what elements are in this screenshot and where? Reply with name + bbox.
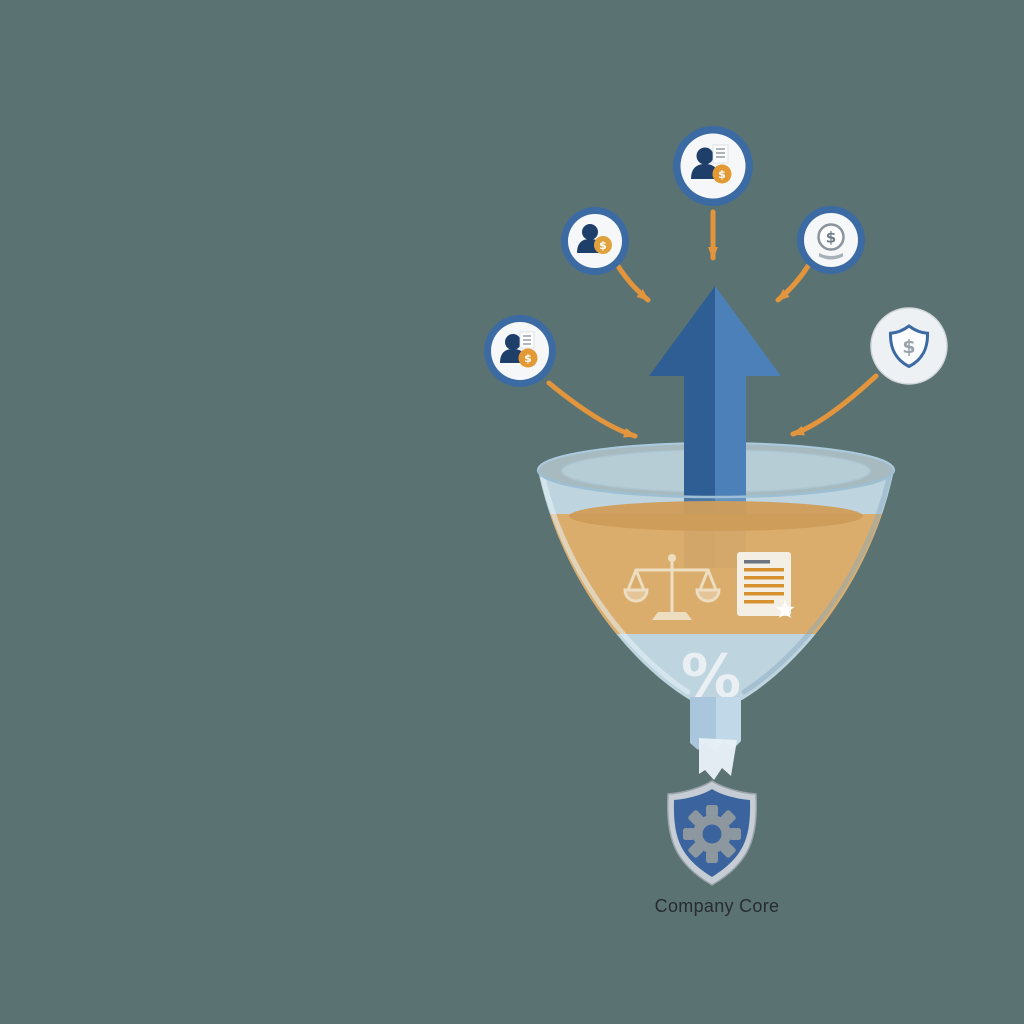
connector-arrow-right bbox=[790, 373, 879, 437]
company-core-shield bbox=[666, 780, 758, 886]
funnel-left-highlight bbox=[540, 475, 691, 695]
orange-band bbox=[545, 501, 887, 634]
scales-top-ball bbox=[668, 554, 676, 562]
ribbon-fragment bbox=[699, 738, 737, 780]
funnel-glass-sheen bbox=[538, 470, 894, 700]
gear-icon bbox=[683, 805, 741, 863]
funnel-right-shade bbox=[741, 475, 892, 695]
document-line-1 bbox=[744, 560, 770, 564]
up-arrow bbox=[649, 286, 781, 568]
badge-person-doc-dollar-left: $ bbox=[484, 315, 556, 387]
scales-base bbox=[652, 612, 692, 620]
document-line-3 bbox=[744, 576, 784, 580]
gear-hole bbox=[702, 824, 722, 844]
svg-text:$: $ bbox=[718, 168, 726, 181]
scales-hanger-rl bbox=[698, 568, 710, 592]
scales-pan-left bbox=[623, 588, 649, 603]
scales-hanger-lr bbox=[634, 568, 646, 592]
funnel-stem bbox=[690, 697, 741, 780]
dollar-coin-icon: $ bbox=[518, 348, 538, 368]
document-line-2 bbox=[744, 568, 784, 572]
badge-person-dollar-upper-left: $ bbox=[561, 207, 629, 275]
connector-arrow-upper-left bbox=[615, 263, 651, 303]
svg-text:$: $ bbox=[524, 352, 532, 365]
scales-hanger-ll bbox=[626, 568, 638, 592]
scales-pan-right bbox=[695, 588, 721, 603]
funnel-rim-front-arc bbox=[536, 469, 896, 499]
svg-text:$: $ bbox=[902, 336, 915, 358]
person-icon bbox=[691, 147, 719, 179]
document-line-5 bbox=[744, 592, 784, 596]
dollar-coin-icon: $ bbox=[712, 164, 732, 184]
document-icon bbox=[712, 144, 729, 164]
dollar-coin-icon: $ bbox=[594, 236, 612, 254]
document-line-4 bbox=[744, 584, 784, 588]
connector-arrow-upper-right bbox=[775, 263, 811, 303]
scales-icon bbox=[623, 554, 721, 620]
up-arrow-head-right bbox=[715, 286, 781, 376]
shield-dollar-icon: $ bbox=[888, 324, 930, 369]
connector-arrow-left bbox=[546, 380, 638, 439]
stem-highlight bbox=[716, 697, 741, 750]
orange-band-body bbox=[545, 514, 887, 634]
document-icon bbox=[519, 331, 535, 349]
dollar-stand-icon: $ bbox=[817, 223, 845, 260]
orange-band-surface bbox=[569, 501, 863, 531]
document-star-icon bbox=[737, 552, 795, 619]
company-core-label: Company Core bbox=[655, 896, 780, 916]
scales-hanger-rr bbox=[706, 568, 718, 592]
document-line-6 bbox=[744, 600, 774, 604]
svg-text:$: $ bbox=[826, 229, 836, 247]
svg-text:$: $ bbox=[599, 239, 607, 252]
up-arrow-head-left bbox=[649, 286, 715, 376]
connector-arrows bbox=[546, 209, 879, 439]
badge-person-doc-dollar-top: $ bbox=[673, 126, 753, 206]
badge-shield-dollar-right: $ bbox=[870, 307, 948, 385]
document-star bbox=[775, 600, 795, 619]
badge-dollar-stand-upper-right: $ bbox=[797, 206, 865, 274]
